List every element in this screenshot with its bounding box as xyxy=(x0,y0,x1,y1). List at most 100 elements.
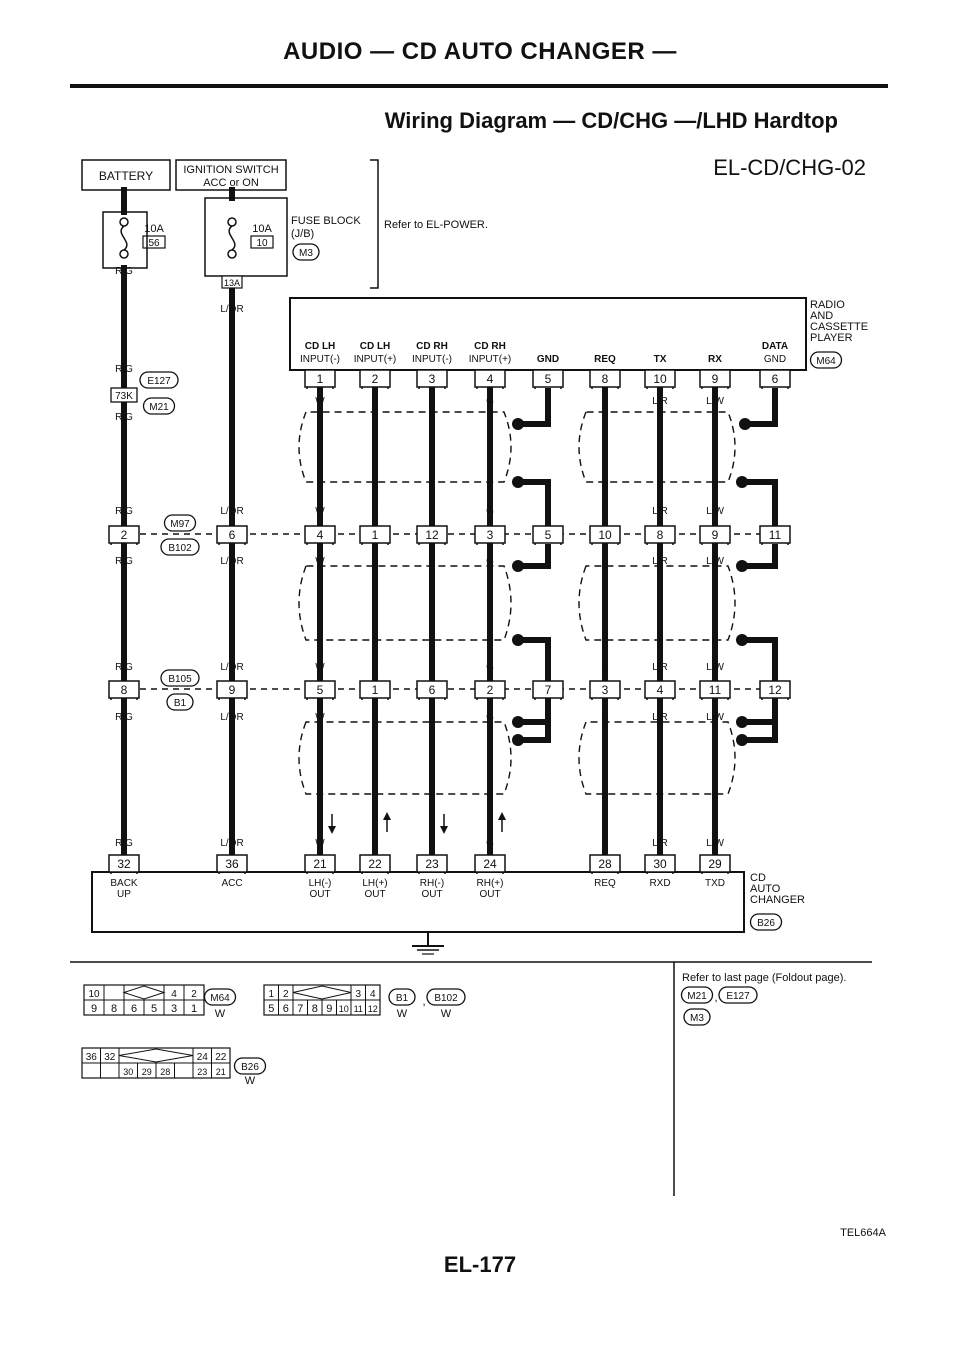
changer-terminal-22: 22 xyxy=(368,857,382,871)
connector-face-b1-b102-pin: 4 xyxy=(370,989,376,1000)
foldout-tag-m21: M21 xyxy=(687,991,707,1002)
changer-terminal-name: OUT xyxy=(479,889,500,900)
changer-connector-outline xyxy=(749,913,783,931)
fuse-terminal xyxy=(227,217,237,227)
connector-face-tag-b26: B26 xyxy=(241,1062,259,1073)
changer-terminal-21: 21 xyxy=(313,857,327,871)
ignition-mode-label: ACC or ON xyxy=(203,177,259,189)
shield-ground-dot xyxy=(736,560,748,572)
fuse-terminal xyxy=(119,249,129,259)
radio-terminal-6-outline xyxy=(759,369,791,388)
changer-terminal-32: 32 xyxy=(117,857,131,871)
signal-arrow-head xyxy=(383,812,391,820)
shield-outline xyxy=(578,721,736,795)
joint-terminal: 9 xyxy=(712,528,719,542)
connector-face-b1-b102-pin: 1 xyxy=(268,989,274,1000)
wire-color-label: L xyxy=(602,712,608,723)
ground-return-wire xyxy=(747,388,778,427)
wire-color-label: W xyxy=(315,712,325,723)
wire-color-label: R xyxy=(428,506,435,517)
fuse-amp: 10A xyxy=(144,223,164,235)
connector-tag-b105-outline xyxy=(160,669,200,687)
radio-terminal-name: INPUT(-) xyxy=(412,354,452,365)
signal-arrow-head xyxy=(328,826,336,834)
connector-face-color: W xyxy=(215,1008,226,1020)
wire-color-label: L/W xyxy=(706,506,724,517)
joint-terminal: 5 xyxy=(317,683,324,697)
fuse-block-box xyxy=(204,197,288,277)
fuse-box-battery xyxy=(102,211,148,269)
radio-terminal-name: INPUT(+) xyxy=(469,354,512,365)
wire-color-label: L/R xyxy=(652,396,668,407)
radio-terminal-6: 6 xyxy=(772,372,779,386)
wire-color-label: L/W xyxy=(706,838,724,849)
radio-connector: M64 xyxy=(816,356,836,367)
changer-terminal-name: RH(-) xyxy=(420,878,444,889)
changer-terminal-name: RXD xyxy=(649,878,670,889)
wire-color-label: G xyxy=(486,712,494,723)
radio-label: AND xyxy=(810,310,833,322)
joint-terminal-outline xyxy=(304,680,336,699)
connector-face-separator: , xyxy=(422,996,425,1008)
wire-color-label: R xyxy=(428,396,435,407)
joint-terminal: 8 xyxy=(657,528,664,542)
radio-terminal-5: 5 xyxy=(545,372,552,386)
wire-color-label: L/W xyxy=(706,712,724,723)
joint-terminal: 2 xyxy=(487,683,494,697)
drain-wire xyxy=(518,544,551,569)
radio-terminal-3: 3 xyxy=(429,372,436,386)
signal-arrow-head xyxy=(498,812,506,820)
foldout-note: Refer to last page (Foldout page). xyxy=(682,972,846,984)
shield-ground-dot xyxy=(736,716,748,728)
wire-color-label: L xyxy=(602,556,608,567)
wire-color-label: W xyxy=(315,838,325,849)
joint-terminal-outline xyxy=(359,525,391,544)
connector-face-b26-pin: 22 xyxy=(215,1052,227,1063)
wire-color-label: R/G xyxy=(115,556,133,567)
drain-wire xyxy=(518,637,551,681)
changer-terminal-name: ACC xyxy=(221,878,242,889)
changer-terminal-23-outline xyxy=(416,854,448,873)
wire-color-label: B xyxy=(372,556,379,567)
radio-label: RADIO xyxy=(810,299,845,311)
cd-changer-box xyxy=(91,871,745,933)
connector-face-m64-pin: 10 xyxy=(88,989,100,1000)
connector-face-tag-m64-outline xyxy=(203,988,237,1006)
changer-terminal-name: LH(+) xyxy=(362,878,387,889)
joint-terminal-outline xyxy=(474,525,506,544)
fuse-number-box xyxy=(250,235,274,249)
connector-face-b1-b102-pin: 5 xyxy=(268,1003,274,1015)
joint-terminal: 4 xyxy=(317,528,324,542)
radio-terminal-2-outline xyxy=(359,369,391,388)
wire-color-label: L/OR xyxy=(220,712,243,723)
wire-color-label: G xyxy=(486,506,494,517)
joint-terminal-outline xyxy=(474,680,506,699)
connector-face-m64-pin: 4 xyxy=(171,989,177,1000)
radio-terminal-9: 9 xyxy=(712,372,719,386)
radio-terminal-3-outline xyxy=(416,369,448,388)
joint-terminal: 9 xyxy=(229,683,236,697)
joint-terminal-outline xyxy=(108,525,140,544)
joint-terminal: 3 xyxy=(602,683,609,697)
radio-terminal-name: CD LH xyxy=(305,341,336,352)
radio-terminal-1: 1 xyxy=(317,372,324,386)
radio-terminal-4: 4 xyxy=(487,372,494,386)
joint-terminal-outline xyxy=(304,525,336,544)
connector-face-b1-b102-pin: 3 xyxy=(355,989,361,1000)
changer-terminal-28-outline xyxy=(589,854,621,873)
wire-color-label: G xyxy=(486,396,494,407)
joint-connector-73k: 73K xyxy=(115,391,133,402)
wire-color-label: L/OR xyxy=(220,506,243,517)
connector-face-b1-b102-pin: 11 xyxy=(354,1004,363,1014)
changer-terminal-29: 29 xyxy=(708,857,722,871)
connector-face-m64-pin: 3 xyxy=(171,1003,177,1015)
connector-tag-b102: B102 xyxy=(168,543,192,554)
shield-ground-dot xyxy=(512,418,524,430)
changer-terminal-name: OUT xyxy=(309,889,330,900)
connector-face-b1-b102-pin: 9 xyxy=(326,1003,332,1015)
radio-terminal-name: CD RH xyxy=(474,341,506,352)
wire-color-label: R/G xyxy=(115,412,133,423)
fuse-element xyxy=(120,225,128,251)
